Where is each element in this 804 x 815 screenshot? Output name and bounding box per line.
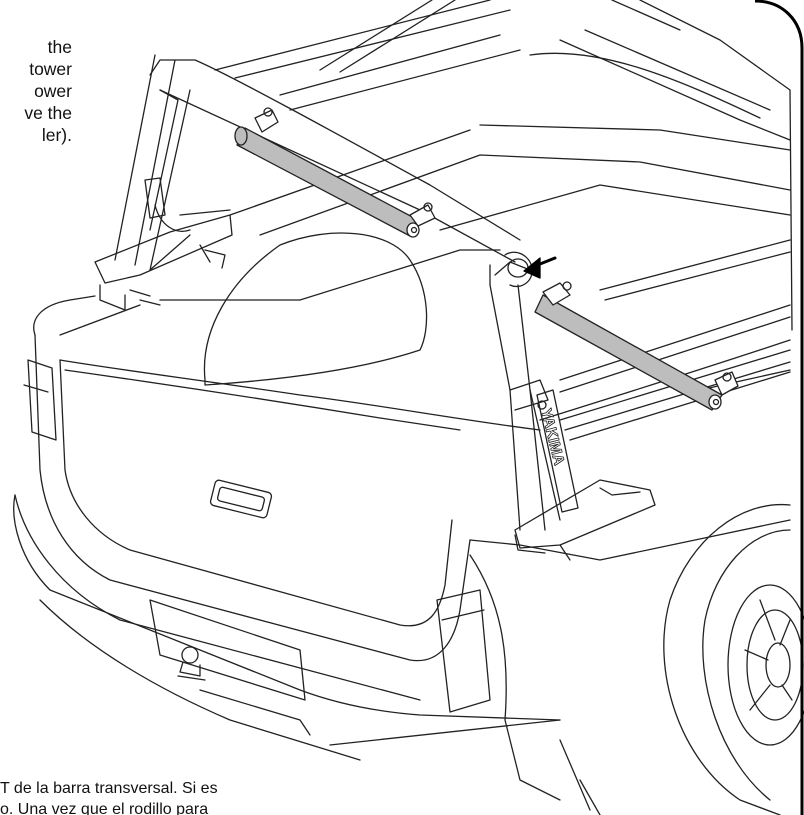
rear-wheel	[663, 503, 804, 815]
arrow-icon	[523, 256, 557, 279]
truck-cab	[319, 0, 793, 331]
instruction-line: ler).	[41, 125, 72, 145]
instruction-line: ve the	[24, 103, 72, 123]
highlighted-crossbar	[234, 107, 436, 238]
tailgate	[13, 295, 791, 815]
top-rail	[149, 0, 533, 288]
left-tower	[94, 54, 233, 311]
instruction-line: the	[47, 37, 72, 57]
instruction-line: o. Una vez que el rodillo para	[0, 801, 209, 815]
instruction-text-en: the tower ower ve the ler).	[0, 36, 72, 146]
truck-bed	[59, 124, 791, 441]
instruction-line: tower	[29, 59, 72, 79]
instruction-line: T de la barra transversal. Si es	[0, 780, 218, 797]
instruction-line: ower	[34, 81, 72, 101]
instruction-text-es: T de la barra transversal. Si es o. Una …	[0, 778, 560, 815]
loose-crossbar	[534, 281, 739, 411]
